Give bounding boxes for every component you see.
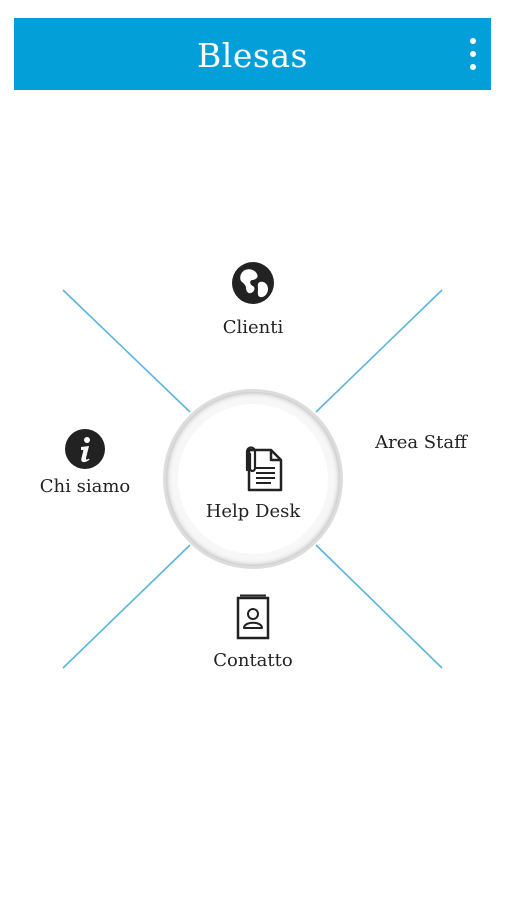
area-staff-label: Area Staff bbox=[375, 432, 467, 453]
divider-line-top-left bbox=[62, 289, 191, 413]
app-bar: Blesas bbox=[14, 18, 491, 90]
chi-siamo-label: Chi siamo bbox=[39, 476, 131, 497]
help-desk-label: Help Desk bbox=[205, 501, 301, 522]
menu-item-area-staff[interactable]: Area Staff bbox=[366, 432, 476, 454]
divider-line-bottom-left bbox=[62, 544, 191, 669]
info-icon bbox=[65, 429, 105, 469]
divider-line-top-right bbox=[315, 289, 443, 413]
document-attachment-icon bbox=[245, 446, 283, 492]
contact-card-icon bbox=[236, 594, 270, 640]
contatto-label: Contatto bbox=[213, 650, 293, 671]
globe-icon bbox=[232, 262, 274, 304]
menu-item-contatto[interactable]: Contatto bbox=[203, 594, 303, 672]
clienti-label: Clienti bbox=[222, 317, 284, 338]
app-title: Blesas bbox=[197, 36, 308, 75]
menu-item-clienti[interactable]: Clienti bbox=[203, 261, 303, 339]
help-desk-inner: Help Desk bbox=[178, 404, 328, 554]
help-desk-button[interactable]: Help Desk bbox=[166, 392, 340, 566]
more-vert-icon[interactable] bbox=[450, 36, 494, 72]
divider-line-bottom-right bbox=[315, 544, 443, 669]
menu-item-chi-siamo[interactable]: Chi siamo bbox=[30, 428, 140, 498]
